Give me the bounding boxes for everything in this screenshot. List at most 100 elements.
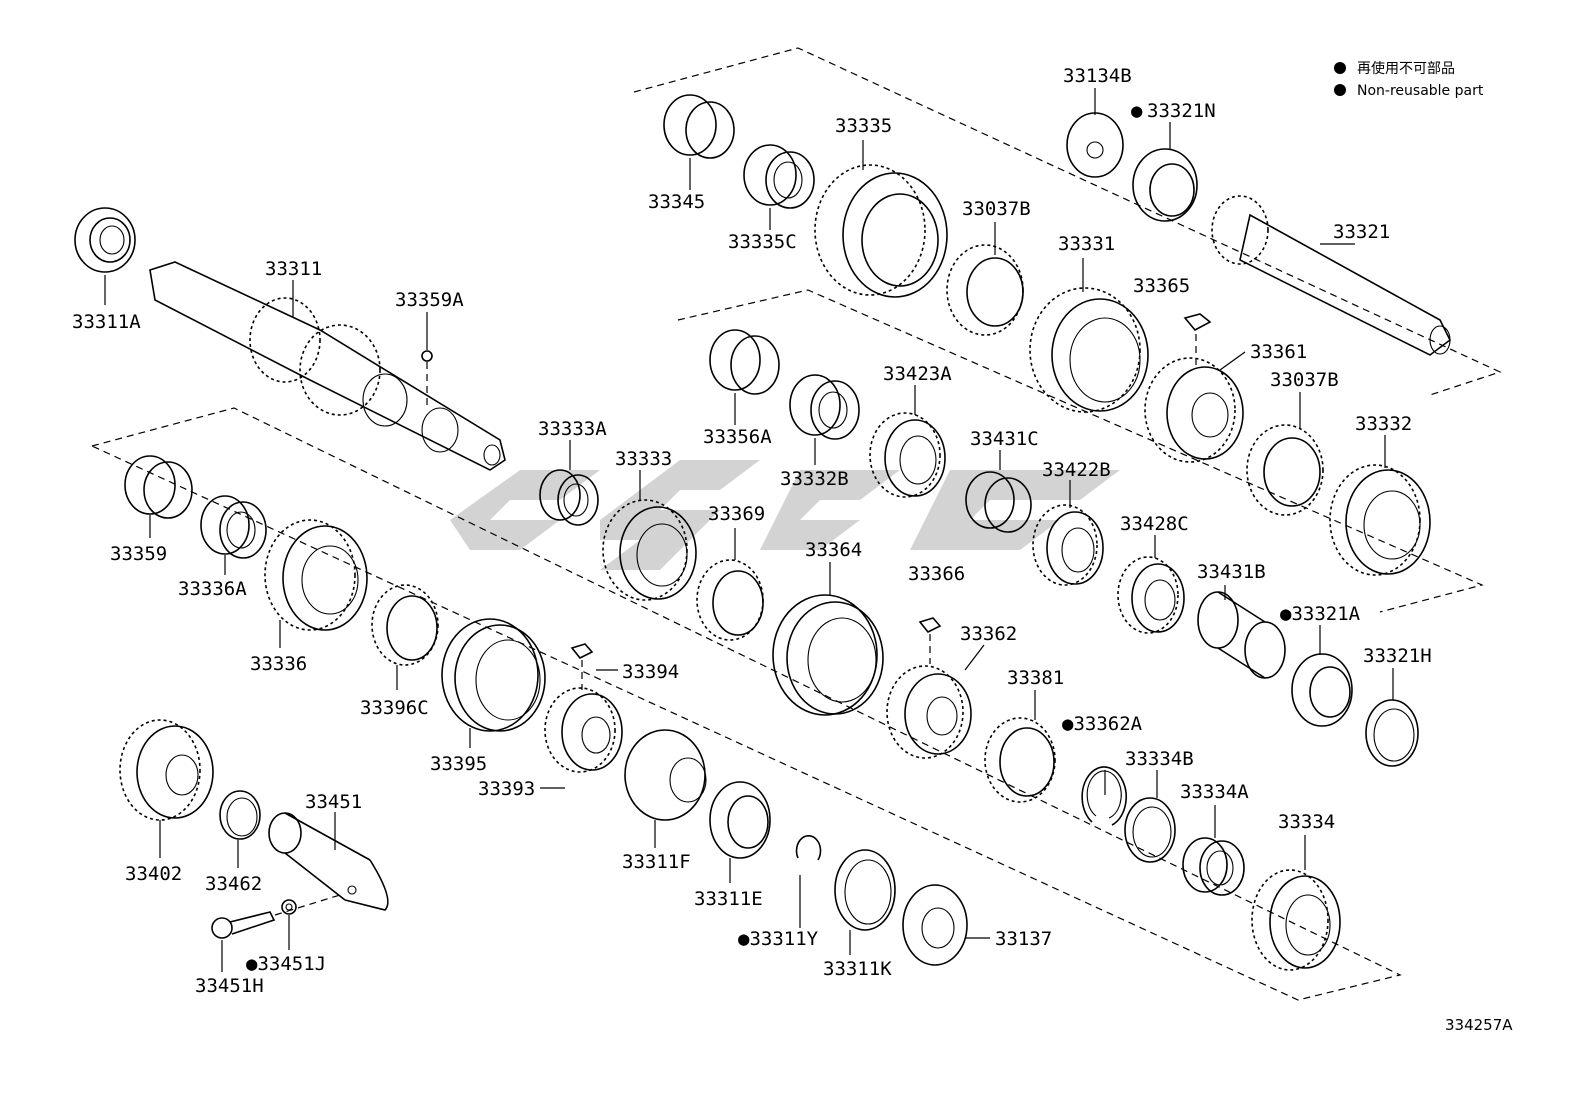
bearing-33334A	[1182, 837, 1245, 896]
label-33359A: 33359A	[395, 289, 464, 311]
gear-33428C	[1117, 556, 1185, 634]
label-33362A-code: 33362A	[1073, 713, 1142, 735]
label-33396C: 33396C	[360, 697, 429, 719]
bushing-33359	[124, 455, 193, 519]
leader-lines	[104, 88, 1394, 972]
label-33321N: 33321N	[1147, 100, 1216, 122]
label-33333: 33333	[615, 448, 672, 470]
gear-33333	[602, 499, 697, 601]
key-33394	[570, 643, 594, 690]
label-33366: 33366	[908, 563, 965, 585]
key-33366	[918, 617, 942, 664]
group-boundaries	[91, 47, 1502, 1001]
bushing-33431C	[965, 471, 1032, 533]
bearing-33311E	[709, 781, 771, 859]
washer-33137	[902, 884, 968, 966]
label-33037B-top: 33037B	[962, 198, 1031, 220]
bearing-33335C	[743, 144, 815, 209]
gear-33334	[1251, 869, 1341, 971]
washer-33451J	[281, 899, 297, 915]
bearing-33321N	[1132, 148, 1198, 222]
shaft-33321	[1211, 195, 1452, 356]
boundary-upper-group	[633, 47, 1502, 396]
part-labels: 33311A 33311 33359A 33345 33335C 33335 3…	[72, 65, 1432, 997]
label-33334B: 33334B	[1125, 748, 1194, 770]
label-33335C: 33335C	[728, 231, 797, 253]
label-33362A: ●33362A	[1062, 713, 1143, 735]
boundary-middle-group	[677, 289, 1484, 613]
hub-33362	[886, 665, 972, 759]
label-33331: 33331	[1058, 233, 1115, 255]
nonreusable-marker: ●	[1062, 713, 1074, 735]
label-33311Y-code: 33311Y	[749, 928, 818, 950]
gear-33402	[119, 719, 214, 821]
label-33451J: ●33451J	[246, 953, 326, 975]
label-33333A: 33333A	[538, 418, 607, 440]
snapring-33311Y	[795, 835, 822, 861]
label-33359: 33359	[110, 543, 167, 565]
label-33451J-code: 33451J	[257, 953, 326, 975]
reverse-idler-parts	[119, 719, 389, 939]
label-33332: 33332	[1355, 413, 1412, 435]
bearing-33321A	[1291, 653, 1353, 727]
gear-33422B	[1032, 504, 1104, 586]
gear-33332	[1329, 464, 1431, 576]
label-33431C: 33431C	[970, 428, 1039, 450]
key-33365	[1183, 313, 1212, 370]
gear-33335	[814, 164, 948, 298]
label-33321A-code: 33321A	[1291, 603, 1360, 625]
label-33311F: 33311F	[622, 851, 691, 873]
label-33345: 33345	[648, 191, 705, 213]
middle-group-parts	[709, 329, 1419, 767]
label-33336: 33336	[250, 653, 307, 675]
label-33364: 33364	[805, 539, 862, 561]
label-33321H: 33321H	[1363, 645, 1432, 667]
bearing-33311A	[74, 207, 136, 273]
sleeve-33331	[1029, 287, 1149, 413]
label-33362: 33362	[960, 623, 1017, 645]
bushing-33345	[663, 94, 735, 159]
bushing-33356A	[709, 329, 780, 395]
gear-33333A	[539, 469, 599, 526]
label-33422B: 33422B	[1042, 459, 1111, 481]
label-33451: 33451	[305, 791, 362, 813]
upper-group-parts	[663, 94, 1452, 576]
legend: 再使用不可部品 Non-reusable part	[1334, 60, 1484, 99]
legend-item-en: Non-reusable part	[1357, 83, 1484, 99]
label-33431B: 33431B	[1197, 561, 1266, 583]
label-33393: 33393	[478, 778, 535, 800]
snapring-33362A	[1081, 766, 1127, 826]
ring-33396C	[371, 584, 439, 666]
ring-33037B-top	[946, 244, 1024, 336]
label-33462: 33462	[205, 873, 262, 895]
label-33336A: 33336A	[178, 578, 247, 600]
sleeve-33395	[441, 618, 546, 732]
bearing-33332B	[789, 374, 860, 440]
nonreusable-marker: ●	[246, 953, 258, 975]
bearing-33336A	[200, 495, 267, 559]
label-33428C: 33428C	[1120, 513, 1189, 535]
label-33423A: 33423A	[883, 363, 952, 385]
diagram-id: 334257A	[1445, 1016, 1513, 1034]
shaft-33311	[149, 261, 506, 471]
hub-33361	[1144, 357, 1244, 463]
ring-33321H	[1365, 699, 1419, 767]
bolt-33451H	[211, 894, 341, 939]
lower-group-parts	[124, 455, 1341, 971]
ring-33037B-mid	[1246, 424, 1324, 516]
label-33334: 33334	[1278, 811, 1335, 833]
label-33335: 33335	[835, 115, 892, 137]
gear-33336	[264, 519, 368, 631]
label-33137: 33137	[995, 928, 1052, 950]
label-33369: 33369	[708, 503, 765, 525]
label-33311K: 33311K	[823, 958, 892, 980]
ring-33311K	[834, 849, 896, 931]
hub-33393	[544, 687, 623, 773]
clip-33134B	[1066, 112, 1124, 178]
label-33321: 33321	[1333, 221, 1390, 243]
label-33381: 33381	[1007, 667, 1064, 689]
nonreusable-marker: ●	[738, 928, 750, 950]
label-33365: 33365	[1133, 275, 1190, 297]
label-33311E: 33311E	[694, 888, 763, 910]
gear-33423A	[869, 412, 946, 498]
